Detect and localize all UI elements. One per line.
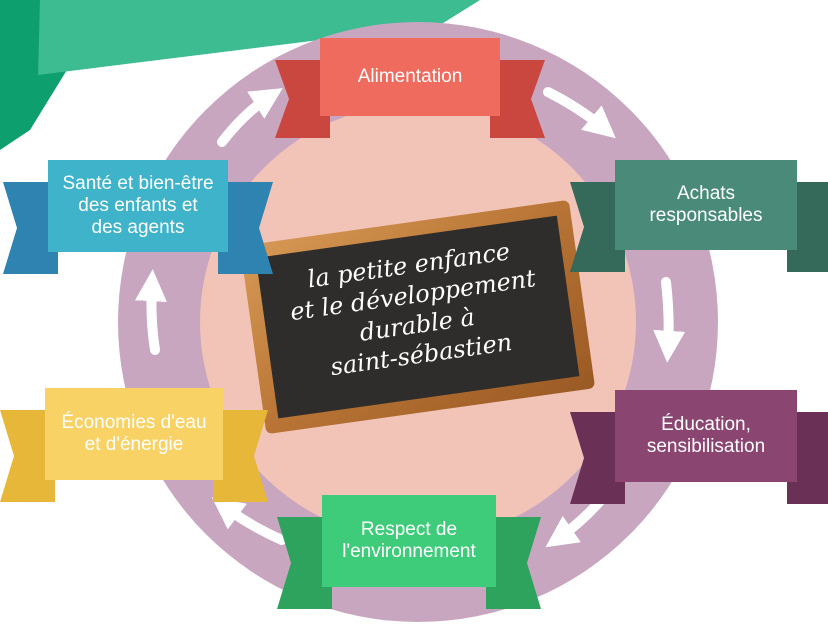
ribbon-education-sensibilisation [570, 390, 828, 504]
ribbon-tail-right [490, 60, 545, 138]
step-label-alimentation: Alimentation [357, 66, 463, 87]
ribbon-sante-bien-etre [3, 160, 273, 274]
ribbon-tail-left [0, 410, 55, 502]
ribbon-tail-right [486, 517, 541, 609]
ribbon-tail-left [570, 182, 625, 272]
arrow-to-education-icon [653, 277, 686, 363]
step-label-education-sensibilisation: Éducation, sensibilisation [646, 414, 766, 457]
ribbon-face [48, 160, 228, 252]
header-band-light [38, 0, 480, 75]
ribbon-tail-left [277, 517, 332, 609]
step-label-sante-bien-etre: Santé et bien-être des enfants et des ag… [62, 173, 214, 238]
ribbon-face [615, 390, 797, 482]
arrow-to-economies-icon [211, 497, 287, 545]
ribbon-achats-responsables [570, 160, 828, 272]
ribbon-tail-right [787, 412, 828, 504]
ribbon-face [615, 160, 797, 250]
ribbon-tail-right [787, 182, 828, 272]
step-ribbons [0, 38, 828, 609]
ribbon-tail-right [218, 182, 273, 274]
ribbon-face [320, 38, 500, 116]
chalkboard [240, 200, 595, 434]
arrow-to-sante-icon [134, 269, 167, 355]
arrow-to-achats-icon [543, 87, 616, 139]
step-label-economies-eau-energie: Économies d'eau et d'énergie [61, 412, 207, 455]
ribbon-tail-left [570, 412, 625, 504]
ribbon-alimentation [275, 38, 545, 138]
ribbon-tail-left [3, 182, 58, 274]
ribbon-tail-left [275, 60, 330, 138]
step-label-achats-responsables: Achats responsables [649, 183, 763, 226]
step-label-respect-environnement: Respect de l'environnement [342, 519, 476, 562]
ribbon-economies-eau-energie [0, 388, 268, 502]
ribbon-tail-right [213, 410, 268, 502]
arrow-to-alimentation-icon [217, 88, 283, 147]
ribbon-respect-environnement [277, 495, 541, 609]
ribbon-face [322, 495, 496, 587]
ribbon-face [45, 388, 223, 480]
